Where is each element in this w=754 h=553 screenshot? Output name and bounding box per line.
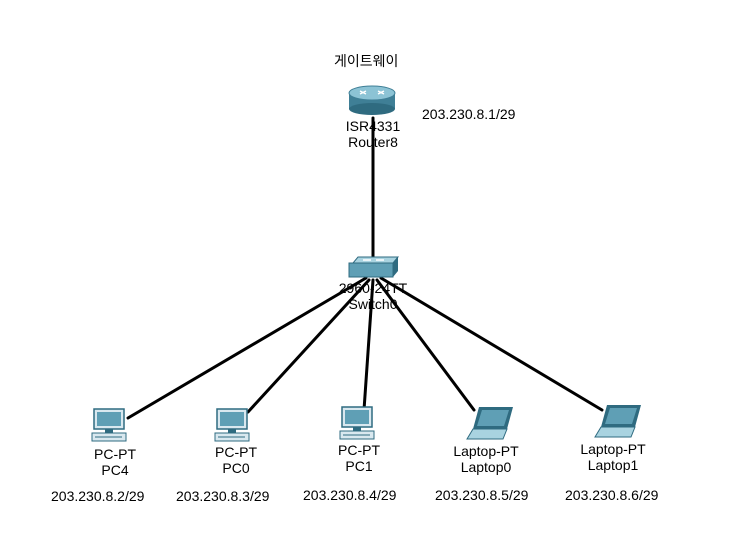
link-switch-pc4 (126, 276, 368, 420)
router-model: ISR4331 (345, 118, 401, 134)
router-name: Router8 (348, 134, 398, 150)
host-name: Laptop1 (587, 457, 639, 473)
host-label-pc0[interactable]: PC-PT PC0 (176, 444, 296, 476)
link-switch-pc1 (362, 278, 375, 412)
host-ip-pc1: 203.230.8.4/29 (299, 483, 401, 507)
switch-model: 2960-24TT (338, 280, 408, 296)
link-switch-laptop0 (375, 278, 476, 412)
host-ip-pc4: 203.230.8.2/29 (47, 484, 149, 508)
pc-icon[interactable] (214, 408, 250, 442)
router-label[interactable]: ISR4331 Router8 (313, 118, 433, 150)
host-label-pc1[interactable]: PC-PT PC1 (299, 442, 419, 474)
host-model: PC-PT (94, 446, 136, 462)
host-model: Laptop-PT (580, 441, 646, 457)
router-icon[interactable] (348, 85, 396, 115)
host-name: PC4 (101, 462, 129, 478)
host-ip-pc0: 203.230.8.3/29 (172, 484, 274, 508)
router-ip: 203.230.8.1/29 (418, 102, 520, 126)
link-switch-laptop1 (379, 276, 604, 412)
laptop-icon[interactable] (594, 405, 641, 438)
host-ip-laptop0: 203.230.8.5/29 (431, 483, 533, 507)
laptop-icon[interactable] (466, 407, 513, 440)
switch-icon[interactable] (348, 256, 400, 278)
host-name: Laptop0 (460, 459, 512, 475)
links (126, 116, 604, 420)
host-name: PC0 (222, 460, 250, 476)
host-model: PC-PT (338, 442, 380, 458)
pc-icon[interactable] (339, 406, 375, 440)
gateway-label: 게이트웨이 (330, 49, 403, 73)
host-label-laptop1[interactable]: Laptop-PT Laptop1 (553, 441, 673, 473)
host-ip-laptop1: 203.230.8.6/29 (561, 483, 663, 507)
switch-name: Switch0 (348, 296, 398, 312)
pc-icon[interactable] (91, 408, 127, 442)
host-label-laptop0[interactable]: Laptop-PT Laptop0 (426, 443, 546, 475)
host-model: PC-PT (215, 444, 257, 460)
link-switch-pc0 (246, 278, 371, 414)
host-name: PC1 (345, 458, 373, 474)
host-model: Laptop-PT (453, 443, 519, 459)
host-label-pc4[interactable]: PC-PT PC4 (55, 446, 175, 478)
switch-label[interactable]: 2960-24TT Switch0 (313, 280, 433, 312)
